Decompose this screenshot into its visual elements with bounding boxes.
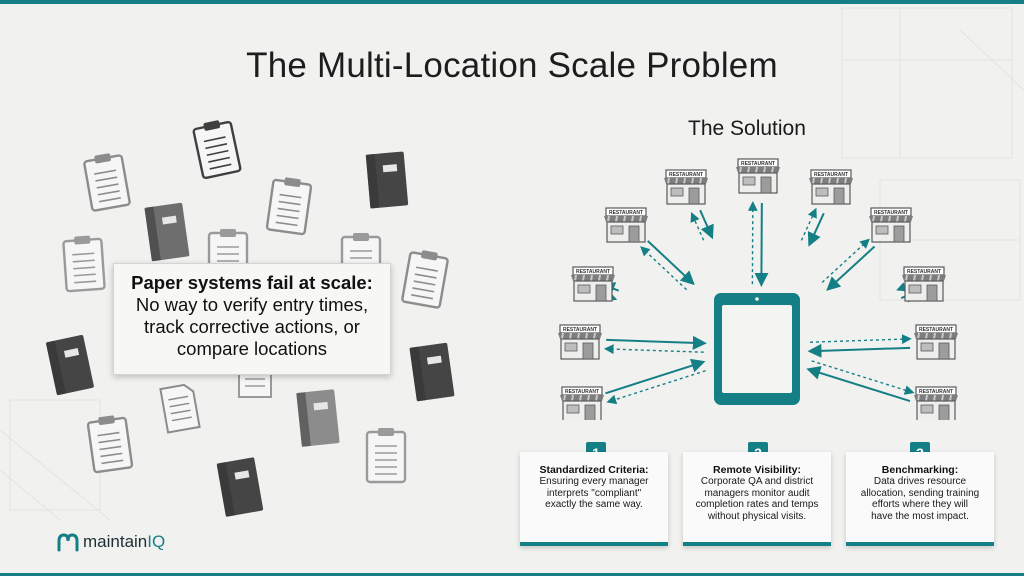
restaurant-icon: RESTAURANT <box>604 207 648 243</box>
card-line: managers monitor audit <box>704 487 810 499</box>
clipboard-icon <box>86 415 134 474</box>
card-line: have the most impact. <box>871 510 969 522</box>
restaurant-icon: RESTAURANT <box>736 158 780 194</box>
restaurant-icon: RESTAURANT <box>664 169 708 205</box>
card-line: allocation, sending training <box>860 487 980 499</box>
solution-title: The Solution <box>688 117 806 140</box>
data-arrow-in <box>807 343 911 358</box>
binder-icon <box>144 202 190 262</box>
clipboard-icon <box>265 177 313 236</box>
callout-line: track corrective actions, or <box>144 316 360 337</box>
data-arrow-out <box>606 370 706 405</box>
card-line: without physical visits. <box>707 510 807 522</box>
data-arrow-out <box>640 246 688 291</box>
card-title: Remote Visibility: <box>713 464 801 476</box>
restaurant-label: RESTAURANT <box>609 210 643 216</box>
top-accent-bar <box>0 0 1024 4</box>
card-line: interprets "compliant" <box>546 487 642 499</box>
data-arrow-in <box>699 209 714 240</box>
restaurant-label: RESTAURANT <box>919 389 953 395</box>
card-line: exactly the same way. <box>545 499 643 510</box>
brand-logo: maintainIQ <box>57 532 165 552</box>
restaurant-icon: RESTAURANT <box>560 386 604 420</box>
binder-icon <box>365 151 409 209</box>
restaurant-label: RESTAURANT <box>919 327 953 333</box>
stores-group: RESTAURANT RESTAURANT RESTAURANT RESTAURANT… <box>558 158 958 420</box>
clipboard-icon <box>365 428 407 484</box>
data-arrow-in <box>606 335 707 350</box>
restaurant-icon: RESTAURANT <box>914 324 958 360</box>
clipboard-icon <box>401 250 449 309</box>
data-arrow-in <box>826 245 876 291</box>
data-arrow-out <box>809 334 912 345</box>
clipboard-icon <box>83 153 131 212</box>
restaurant-label: RESTAURANT <box>563 327 597 333</box>
restaurant-label: RESTAURANT <box>669 172 703 178</box>
paper-documents-cluster <box>45 120 455 517</box>
binder-icon <box>45 335 94 396</box>
callout-line: compare locations <box>176 338 328 359</box>
card-line: Corporate QA and district <box>700 476 814 487</box>
bottom-accent-bar <box>0 573 1024 576</box>
restaurant-label: RESTAURANT <box>741 161 775 167</box>
data-arrow-out <box>603 344 704 355</box>
restaurant-icon: RESTAURANT <box>869 207 913 243</box>
data-arrow-in <box>806 366 911 403</box>
tablet-icon <box>714 293 800 405</box>
restaurant-icon: RESTAURANT <box>914 386 958 420</box>
page-title: The Multi-Location Scale Problem <box>246 46 778 85</box>
data-arrow-out <box>811 360 915 395</box>
card-line: Ensuring every manager <box>539 476 649 487</box>
step-card-benchmarking: Benchmarking: Data drives resource alloc… <box>846 452 994 546</box>
card-line: Data drives resource <box>873 476 967 487</box>
data-arrow-in <box>807 212 825 247</box>
restaurant-icon: RESTAURANT <box>571 266 615 302</box>
card-title: Benchmarking: <box>881 464 959 476</box>
callout-line: No way to verify entry times, <box>135 294 369 315</box>
card-line: efforts where they will <box>872 499 968 510</box>
logo-mark-icon <box>57 533 79 552</box>
problem-callout: Paper systems fail at scale: No way to v… <box>113 263 391 375</box>
binder-icon <box>409 342 455 402</box>
restaurant-icon: RESTAURANT <box>902 266 946 302</box>
restaurant-icon: RESTAURANT <box>558 324 602 360</box>
restaurant-label: RESTAURANT <box>814 172 848 178</box>
logo-suffix: IQ <box>147 532 166 551</box>
card-title: Standardized Criteria: <box>539 464 649 476</box>
restaurant-label: RESTAURANT <box>907 269 941 275</box>
data-arrow-in <box>647 240 695 286</box>
clipboard-icon <box>192 120 242 180</box>
callout-title: Paper systems fail at scale: <box>131 272 373 293</box>
data-arrow-out <box>821 238 870 283</box>
step-card-remote-visibility: Remote Visibility: Corporate QA and dist… <box>683 452 831 546</box>
document-icon <box>159 383 201 434</box>
restaurant-label: RESTAURANT <box>565 389 599 395</box>
logo-prefix: maintain <box>83 532 148 551</box>
data-arrow-out <box>690 212 705 241</box>
restaurant-label: RESTAURANT <box>576 269 610 275</box>
restaurant-icon: RESTAURANT <box>809 169 853 205</box>
restaurant-label: RESTAURANT <box>874 210 908 216</box>
binder-icon <box>296 389 340 447</box>
card-line: completion rates and temps <box>695 499 819 510</box>
hub-diagram: RESTAURANT RESTAURANT RESTAURANT RESTAURANT… <box>558 158 958 420</box>
data-arrow-in <box>605 358 706 395</box>
clipboard-icon <box>62 235 106 293</box>
step-card-standardized: Standardized Criteria: Ensuring every ma… <box>520 452 668 546</box>
logo-text: maintainIQ <box>83 532 165 552</box>
binder-icon <box>216 457 264 517</box>
